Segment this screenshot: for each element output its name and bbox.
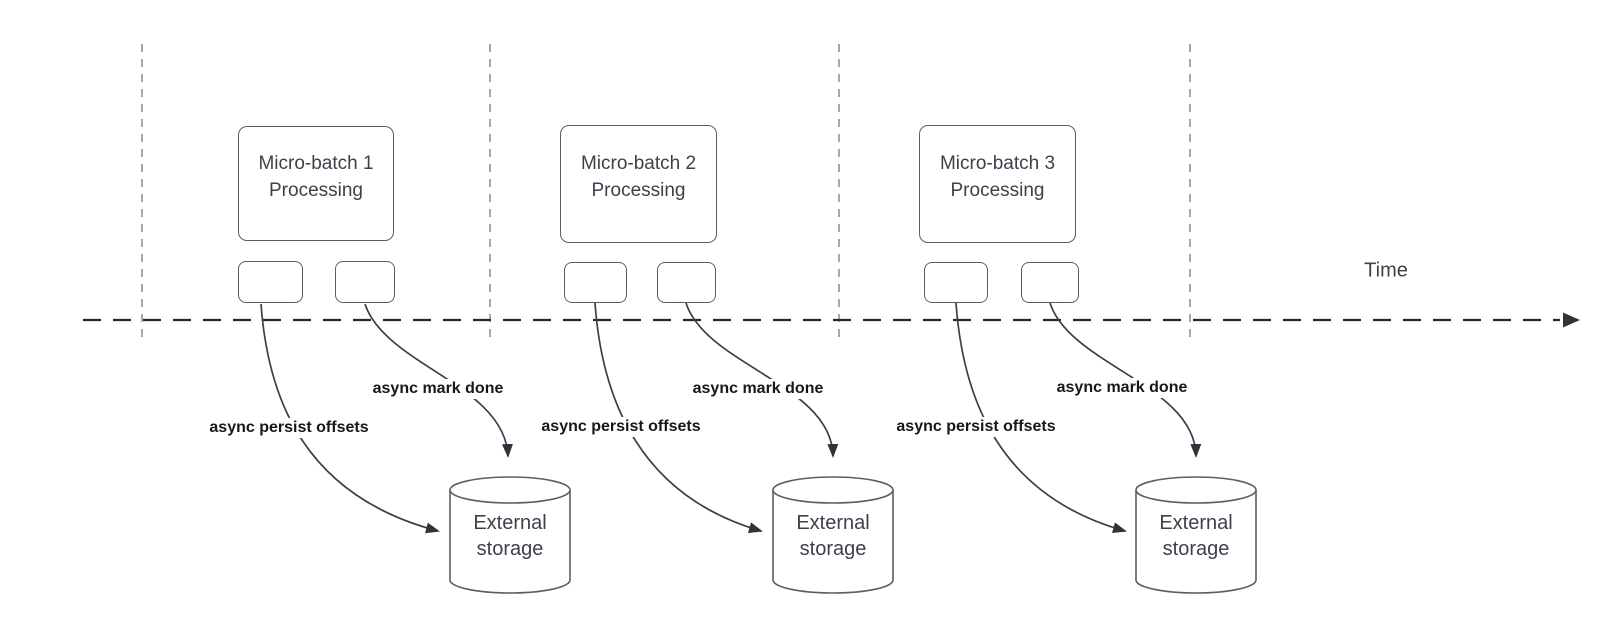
micro-batch-3-processing-box: Micro-batch 3 Processing (919, 125, 1076, 243)
persist-offsets-arrow-1 (260, 303, 440, 534)
micro-batch-2-processing-box: Micro-batch 2 Processing (560, 125, 717, 243)
storage-label-line1: External (796, 512, 870, 534)
batch-box-label-line1: Micro-batch 2 (580, 153, 697, 174)
storage-label-line2: storage (799, 538, 867, 560)
offset-task-box-1b (335, 261, 395, 303)
mark-done-label-1: async mark done (369, 379, 507, 399)
persist-offsets-label-3: async persist offsets (893, 417, 1059, 437)
external-storage-label-1: External storage (473, 510, 546, 562)
storage-cylinders (449, 476, 1257, 594)
persist-offsets-label-1: async persist offsets (206, 418, 372, 438)
offset-task-box-2b (657, 262, 716, 303)
batch-box-label-line1: Micro-batch 1 (258, 152, 374, 174)
phase-gridlines (141, 44, 1191, 338)
micro-batch-1-processing-box: Micro-batch 1 Processing (238, 126, 394, 241)
timeline-axis (83, 312, 1580, 328)
external-storage-label-3: External storage (1159, 510, 1232, 562)
offset-task-box-1a (238, 261, 303, 303)
batch-box-label-line1: Micro-batch 3 (939, 153, 1056, 174)
external-storage-cylinder-1 (449, 476, 571, 594)
persist-offsets-arrow-3 (955, 302, 1127, 534)
external-storage-label-2: External storage (796, 510, 869, 562)
offset-task-box-2a (564, 262, 627, 303)
batch-box-label-line2: Processing (591, 180, 686, 201)
time-axis-label: Time (1364, 259, 1408, 282)
batch-box-label-line2: Processing (950, 180, 1045, 201)
mark-done-arrow-1 (364, 303, 513, 458)
offset-task-box-3b (1021, 262, 1079, 303)
offset-task-box-3a (924, 262, 988, 303)
mark-done-arrow-3 (1049, 302, 1202, 458)
mark-done-label-2: async mark done (689, 379, 827, 399)
external-storage-cylinder-3 (1135, 476, 1257, 594)
mark-done-label-3: async mark done (1053, 378, 1191, 398)
batch-box-label-line2: Processing (269, 179, 363, 201)
storage-label-line2: storage (476, 538, 544, 560)
mark-done-arrow-2 (685, 302, 839, 458)
external-storage-cylinder-2 (772, 476, 894, 594)
async-connectors (260, 302, 1202, 534)
timeline-arrowhead-icon (1563, 312, 1580, 328)
storage-label-line1: External (1159, 512, 1233, 534)
persist-offsets-arrow-2 (594, 302, 763, 533)
storage-label-line1: External (473, 512, 547, 534)
persist-offsets-label-2: async persist offsets (538, 417, 704, 437)
storage-label-line2: storage (1162, 538, 1230, 560)
